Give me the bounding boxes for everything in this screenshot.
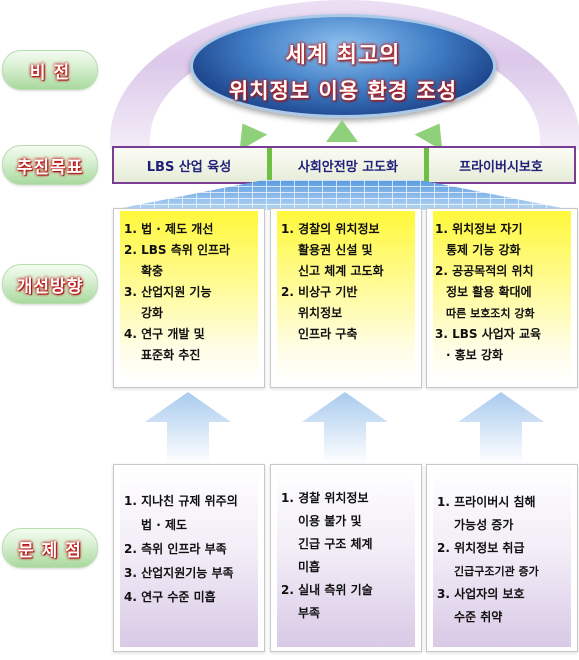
problem-line: 2. 측위 인프라 부족 (124, 542, 227, 556)
direction-box-2: 1. 경찰의 위치정보 활용권 신설 및 신고 체계 고도화 2. 비상구 기반… (270, 208, 422, 388)
direction-line: 3. 산업지원 기능 (124, 285, 212, 299)
direction-line: 4. 연구 개발 및 (124, 327, 205, 341)
direction-line: 통제 기능 강화 (446, 243, 521, 257)
direction-line: 1. 위치정보 자기 (435, 222, 523, 236)
direction-line: 표준화 추진 (141, 348, 201, 362)
direction-line: 활용권 신설 및 (298, 243, 373, 257)
up-arrow-icon (302, 392, 388, 464)
goal-lbs-industry: LBS 산업 육성 (146, 159, 232, 175)
problem-box-1: 1. 지나친 규제 위주의 법 · 제도 2. 측위 인프라 부족 3. 산업지… (113, 464, 265, 652)
up-arrow-icon (458, 392, 544, 464)
direction-line: 위치정보 (298, 306, 343, 320)
problem-line: 4. 연구 수준 미흡 (124, 590, 216, 604)
goal-separator (424, 148, 429, 182)
problem-line: 2. 위치정보 취급 (437, 541, 525, 555)
direction-line: · 홍보 강화 (446, 348, 504, 362)
problem-line: 법 · 제도 (141, 518, 188, 532)
goals-label: 추진목표 (2, 145, 98, 185)
vision-ellipse: 세계 최고의 위치정보 이용 환경 조성 (190, 14, 496, 118)
direction-label: 개선방향 (2, 264, 98, 304)
direction-line: 인프라 구축 (298, 327, 358, 341)
direction-line: 2. 비상구 기반 (281, 285, 358, 299)
direction-line: 2. 공공목적의 위치 (435, 264, 534, 278)
goal-social-safety: 사회안전망 고도화 (297, 159, 399, 175)
problem-line: 3. 사업자의 보호 (437, 587, 525, 601)
direction-line: 1. 법 · 제도 개선 (124, 222, 214, 236)
vision-title-line1: 세계 최고의 (285, 43, 401, 68)
direction-line: 신고 체계 고도화 (298, 264, 384, 278)
direction-line: 정보 활용 확대에 (446, 285, 532, 299)
direction-line: 따른 보호조치 강화 (446, 307, 535, 320)
direction-line: 3. LBS 사업자 교육 (435, 327, 542, 341)
direction-line: 확충 (141, 264, 164, 278)
direction-box-3: 1. 위치정보 자기 통제 기능 강화 2. 공공목적의 위치 정보 활용 확대… (426, 208, 578, 388)
problem-line: 가능성 증가 (454, 518, 514, 532)
problem-line: 긴급 구조 체계 (298, 537, 373, 551)
vision-label: 비 전 (2, 50, 98, 90)
problem-line: 3. 산업지원기능 부족 (124, 566, 234, 580)
goal-privacy: 프라이버시보호 (459, 159, 543, 175)
problem-line: 2. 실내 측위 기술 (281, 583, 373, 597)
up-arrow-icon (145, 392, 231, 464)
problem-line: 긴급구조기관 증가 (454, 565, 539, 578)
goal-arrow-center-icon (326, 120, 358, 142)
goals-bar: LBS 산업 육성 사회안전망 고도화 프라이버시보호 (112, 146, 576, 184)
direction-line: 1. 경찰의 위치정보 (281, 222, 380, 236)
problem-line: 수준 취약 (454, 610, 503, 624)
problem-line: 1. 프라이버시 침해 (437, 495, 536, 509)
grid-fan-decoration (112, 180, 572, 210)
problem-line: 1. 경찰 위치정보 (281, 491, 369, 505)
problem-line: 1. 지나친 규제 위주의 (124, 494, 238, 508)
direction-box-1: 1. 법 · 제도 개선 2. LBS 측위 인프라 확충 3. 산업지원 기능… (113, 208, 265, 388)
vision-title-line2: 위치정보 이용 환경 조성 (228, 79, 458, 103)
direction-line: 강화 (141, 306, 164, 320)
problem-line: 부족 (298, 606, 321, 620)
problems-label: 문 제 점 (2, 528, 98, 568)
problem-line: 이용 불가 및 (298, 514, 362, 528)
problem-box-3: 1. 프라이버시 침해 가능성 증가 2. 위치정보 취급 긴급구조기관 증가 … (426, 464, 578, 652)
goal-separator (267, 148, 272, 182)
direction-line: 2. LBS 측위 인프라 (124, 243, 231, 257)
problem-line: 미흡 (298, 560, 321, 574)
problem-box-2: 1. 경찰 위치정보 이용 불가 및 긴급 구조 체계 미흡 2. 실내 측위 … (270, 464, 422, 652)
